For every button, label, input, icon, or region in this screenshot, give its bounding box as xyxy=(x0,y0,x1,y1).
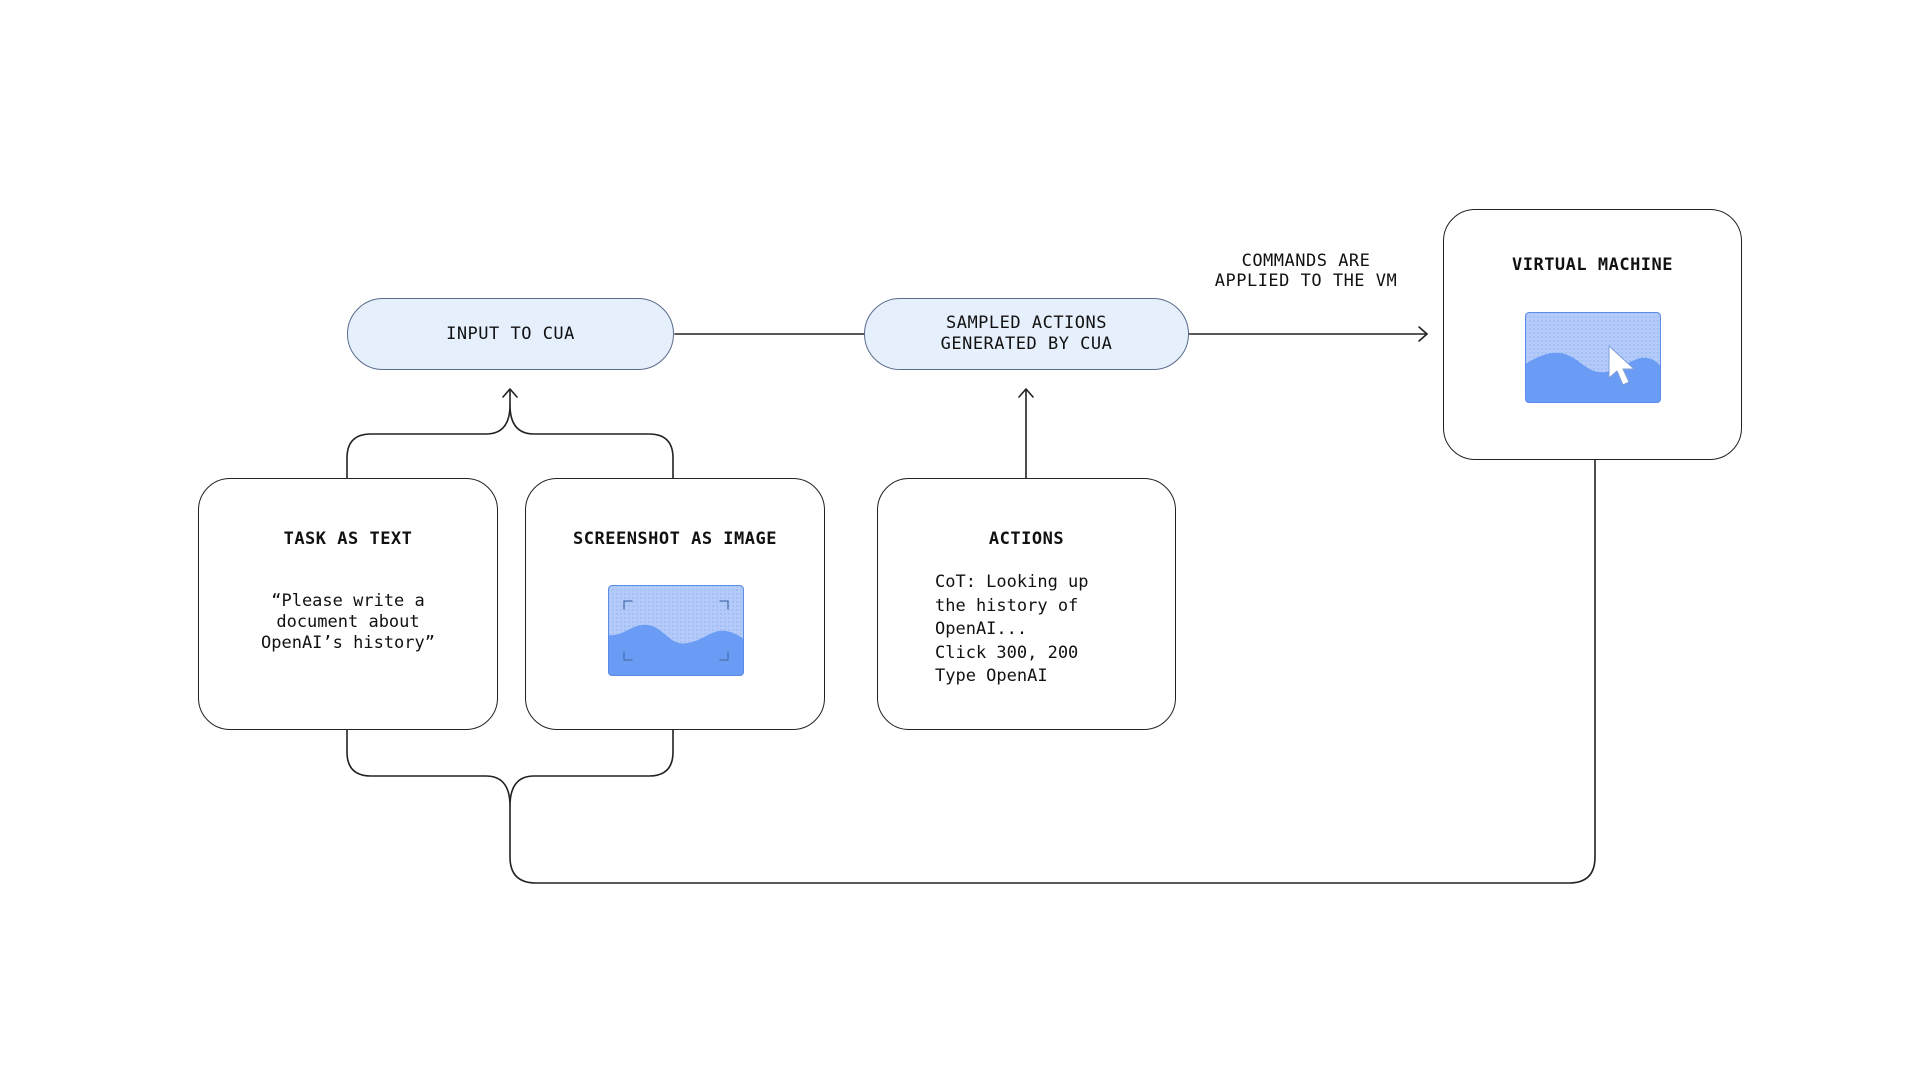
task-as-text-card: TASK AS TEXT “Please write a document ab… xyxy=(198,478,498,730)
task-as-text-title: TASK AS TEXT xyxy=(283,529,413,549)
arrowhead-to-vm xyxy=(1418,326,1428,342)
brace-lower xyxy=(346,729,674,807)
virtual-machine-title: VIRTUAL MACHINE xyxy=(1511,255,1674,275)
screenshot-frame-icon xyxy=(608,585,744,676)
task-quote: “Please write a document about OpenAI’s … xyxy=(261,591,435,653)
sampled-actions-node: SAMPLED ACTIONS GENERATED BY CUA xyxy=(864,298,1189,370)
screenshot-as-image-card: SCREENSHOT AS IMAGE xyxy=(525,478,825,730)
screen-with-cursor-icon xyxy=(1525,312,1661,403)
arrowhead-to-actions-pill xyxy=(1018,388,1034,398)
input-to-cua-node: INPUT TO CUA xyxy=(347,298,674,370)
actions-card: ACTIONS CoT: Looking up the history of O… xyxy=(877,478,1176,730)
input-to-cua-label: INPUT TO CUA xyxy=(446,323,575,344)
brace-inputs-to-cua xyxy=(346,404,674,479)
arrowhead-to-input xyxy=(502,388,518,398)
sampled-actions-label: SAMPLED ACTIONS GENERATED BY CUA xyxy=(940,313,1113,354)
virtual-machine-card: VIRTUAL MACHINE xyxy=(1443,209,1742,460)
commands-note: COMMANDS ARE APPLIED TO THE VM xyxy=(1214,251,1398,291)
actions-title: ACTIONS xyxy=(988,529,1065,549)
screenshot-as-image-title: SCREENSHOT AS IMAGE xyxy=(573,529,777,549)
connector-vm-loop-back xyxy=(509,459,1596,884)
actions-body: CoT: Looking up the history of OpenAI...… xyxy=(935,572,1089,686)
